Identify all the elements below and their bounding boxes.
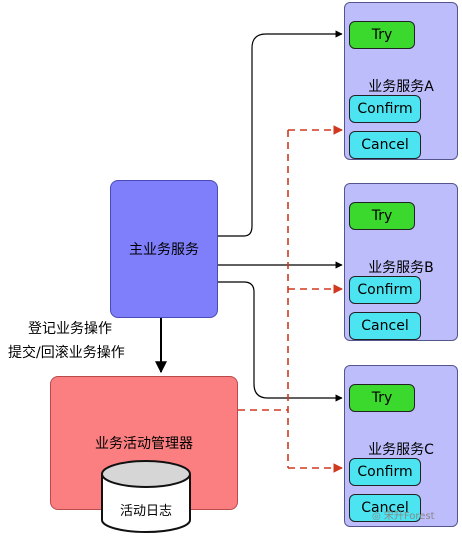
confirm-button-b[interactable]: Confirm: [349, 276, 421, 304]
service-a-box: Try 业务服务A Confirm Cancel: [344, 2, 458, 160]
cancel-button-b[interactable]: Cancel: [349, 312, 421, 340]
arrow-main-to-try-a: [218, 30, 343, 237]
activity-log-cylinder: [101, 460, 191, 533]
watermark-text: 宋升Forest: [383, 511, 435, 522]
watermark: ◎ 宋升Forest: [372, 507, 435, 522]
activity-manager-label: 业务活动管理器: [95, 436, 193, 452]
try-button-b[interactable]: Try: [349, 202, 415, 230]
cancel-button-a[interactable]: Cancel: [349, 131, 421, 159]
confirm-button-c[interactable]: Confirm: [349, 458, 421, 486]
service-c-title: 业务服务C: [368, 442, 434, 458]
activity-log-label: 活动日志: [119, 504, 172, 519]
main-service-box: 主业务服务: [110, 180, 218, 318]
main-service-label: 主业务服务: [129, 242, 199, 258]
service-a-title: 业务服务A: [368, 79, 434, 95]
confirm-button-a[interactable]: Confirm: [349, 95, 421, 123]
cancel-button-c[interactable]: Cancel: [349, 494, 421, 522]
service-b-title: 业务服务B: [368, 260, 434, 276]
register-operation-label: 登记业务操作: [28, 321, 112, 337]
commit-rollback-label: 提交/回滚业务操作: [8, 345, 125, 361]
wechat-icon: ◎: [372, 511, 384, 522]
service-c-box: Try 业务服务C Confirm Cancel: [344, 365, 458, 527]
service-b-box: Try 业务服务B Confirm Cancel: [344, 183, 458, 341]
arrow-main-to-try-c: [218, 281, 343, 402]
try-button-a[interactable]: Try: [349, 21, 415, 49]
try-button-c[interactable]: Try: [349, 384, 415, 412]
